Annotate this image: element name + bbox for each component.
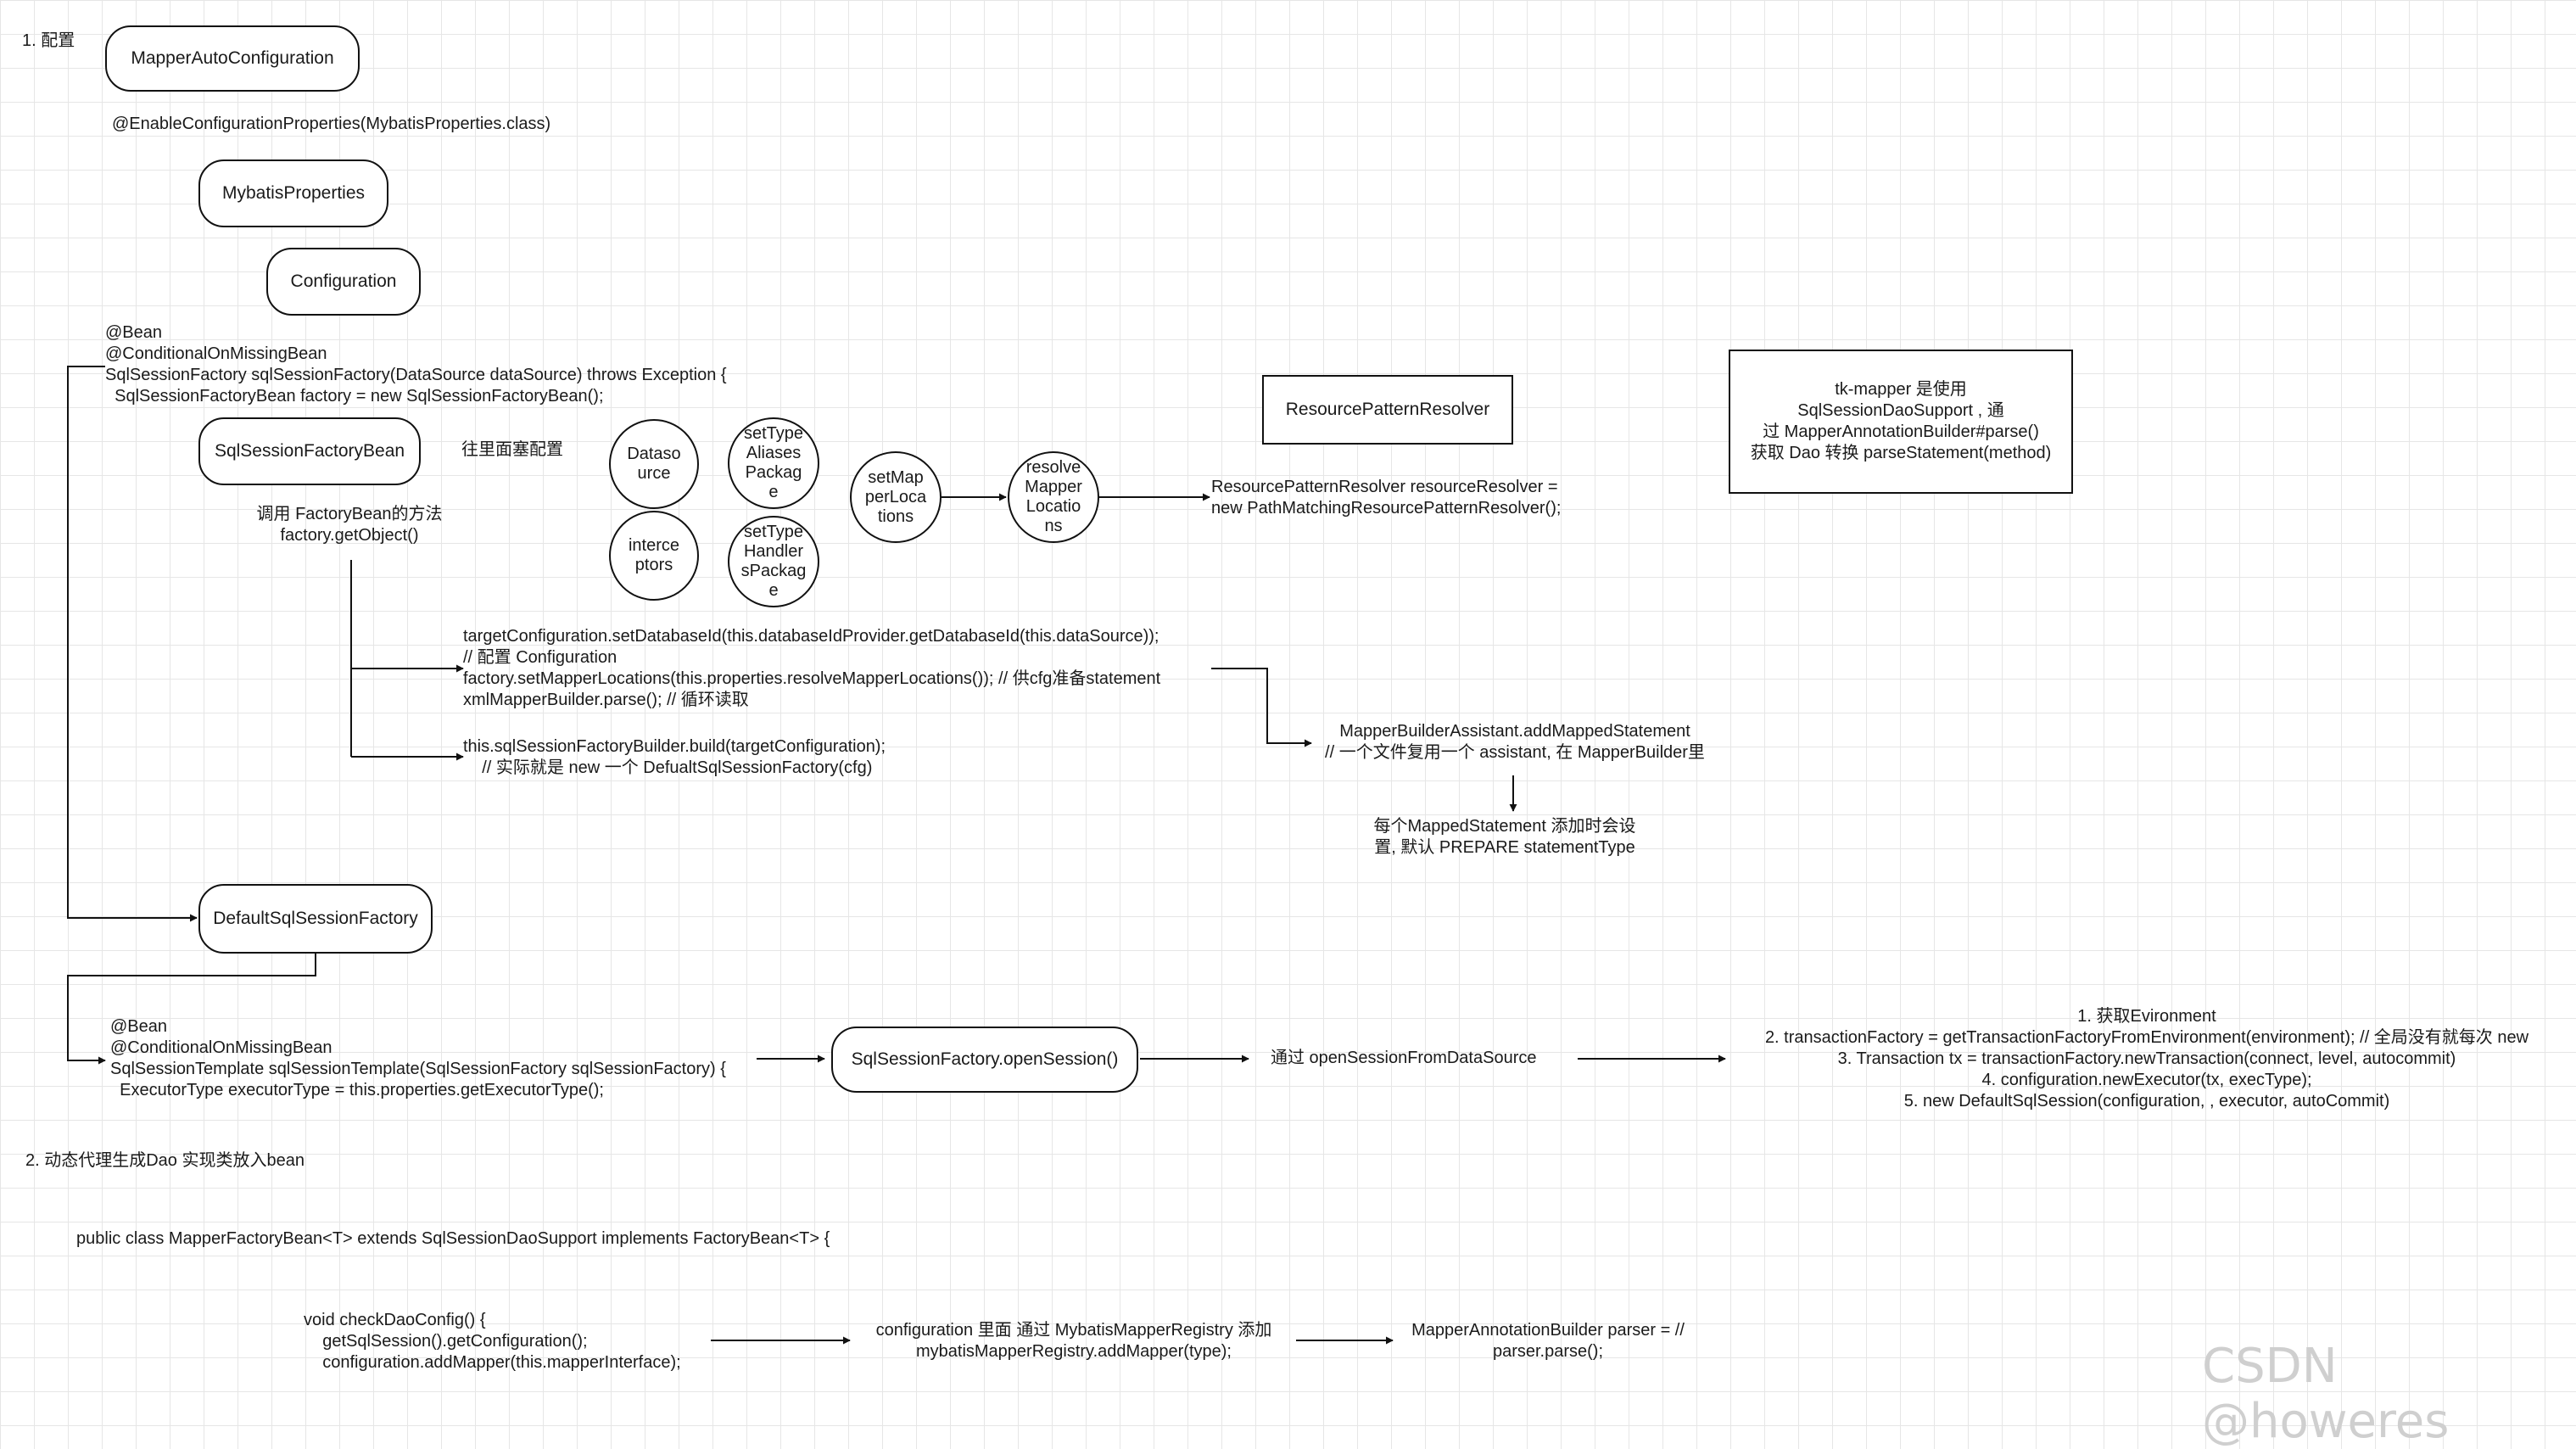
resolve-mapper-locations-circle[interactable]: resolve Mapper Locatio ns xyxy=(1008,451,1099,543)
set-mapper-locations-circle[interactable]: setMap perLoca tions xyxy=(850,451,942,543)
target-configuration-code: targetConfiguration.setDatabaseId(this.d… xyxy=(463,627,1161,709)
build-factory-code: this.sqlSessionFactoryBuilder.build(targ… xyxy=(463,737,886,777)
edge-bean-to-default-factory xyxy=(67,366,198,922)
interceptors-circle[interactable]: interce ptors xyxy=(609,511,699,601)
mapper-factory-bean-code: public class MapperFactoryBean<T> extend… xyxy=(76,1229,830,1248)
mapper-auto-configuration-node[interactable]: MapperAutoConfiguration xyxy=(105,25,360,92)
builder-assistant-text: MapperBuilderAssistant.addMappedStatemen… xyxy=(1325,722,1705,762)
enable-configuration-properties-text: @EnableConfigurationProperties(MybatisPr… xyxy=(112,115,551,133)
open-session-steps-text: 1. 获取Evironment 2. transactionFactory = … xyxy=(1764,1007,2529,1111)
section-config-label: 1. 配置 xyxy=(22,31,75,50)
resolver-new-code: ResourcePatternResolver resourceResolver… xyxy=(1211,478,1562,518)
bean-sql-session-factory-code: @Bean @ConditionalOnMissingBean SqlSessi… xyxy=(105,323,727,406)
set-type-handlers-package-circle[interactable]: setType Handler sPackag e xyxy=(728,516,819,607)
datasource-circle[interactable]: Dataso urce xyxy=(609,419,699,509)
mapped-statement-note: 每个MappedStatement 添加时会设 置, 默认 PREPARE st… xyxy=(1373,817,1636,857)
edge-default-to-template xyxy=(67,954,316,1065)
configure-inside-text: 往里面塞配置 xyxy=(461,440,563,459)
edge-config-to-assistant xyxy=(1211,668,1312,747)
default-sql-session-factory-node[interactable]: DefaultSqlSessionFactory xyxy=(198,884,433,954)
tk-mapper-note-node[interactable]: tk-mapper 是使用 SqlSessionDaoSupport , 通 过… xyxy=(1729,350,2073,494)
annotation-builder-text: MapperAnnotationBuilder parser = // pars… xyxy=(1411,1321,1685,1361)
section-proxy-label: 2. 动态代理生成Dao 实现类放入bean xyxy=(25,1151,305,1170)
registry-add-text: configuration 里面 通过 MybatisMapperRegistr… xyxy=(875,1321,1272,1361)
connector-layer xyxy=(67,366,1726,1345)
sql-session-factory-bean-node[interactable]: SqlSessionFactoryBean xyxy=(198,417,421,485)
csdn-watermark: CSDN @howeres xyxy=(2202,1339,2450,1449)
bean-sql-session-template-code: @Bean @ConditionalOnMissingBean SqlSessi… xyxy=(110,1017,726,1099)
open-from-datasource-text: 通过 openSessionFromDataSource xyxy=(1271,1049,1537,1067)
set-type-aliases-package-circle[interactable]: setType Aliases Packag e xyxy=(728,417,819,509)
call-factory-bean-text: 调用 FactoryBean的方法 factory.getObject() xyxy=(256,505,443,545)
resource-pattern-resolver-node[interactable]: ResourcePatternResolver xyxy=(1262,375,1513,445)
configuration-node[interactable]: Configuration xyxy=(266,248,421,316)
check-dao-config-code: void checkDaoConfig() { getSqlSession().… xyxy=(304,1311,681,1372)
mybatis-properties-node[interactable]: MybatisProperties xyxy=(198,159,388,227)
open-session-node[interactable]: SqlSessionFactory.openSession() xyxy=(831,1027,1138,1093)
